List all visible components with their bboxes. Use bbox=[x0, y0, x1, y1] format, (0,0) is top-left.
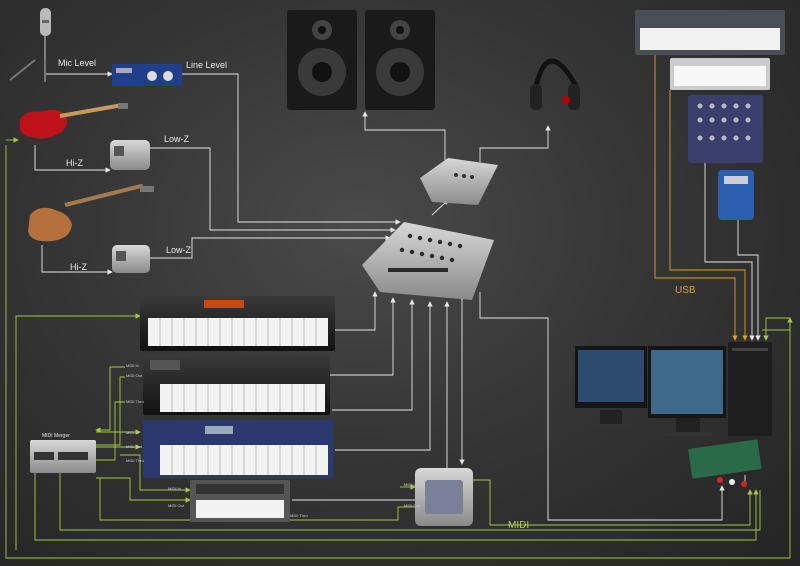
kaoss-pad-effect-icon bbox=[415, 468, 473, 526]
computer-monitor-right-icon bbox=[648, 346, 726, 436]
synthesizer-yamaha-icon bbox=[143, 420, 333, 478]
low-z-label: Low-Z bbox=[166, 245, 192, 255]
audio-lines bbox=[34, 58, 725, 521]
midi-merger-label: MIDI Merger bbox=[42, 433, 70, 439]
midi-in-label: MIDI In bbox=[126, 430, 139, 435]
midi-thru-label: MIDI Thru bbox=[126, 399, 144, 404]
midi-out-label: MIDI Out bbox=[126, 373, 143, 378]
small-mixer-icon bbox=[420, 158, 498, 205]
midi-out-label: MIDI Out bbox=[168, 503, 185, 508]
usb-lines bbox=[654, 55, 748, 341]
tube-preamp-icon bbox=[112, 64, 182, 86]
mic-level-label: Mic Level bbox=[58, 58, 97, 68]
computer-monitor-left-icon bbox=[575, 346, 647, 428]
midi-thru-label: MIDI Thru bbox=[290, 513, 308, 518]
headphones-icon bbox=[530, 58, 580, 110]
midi-lines bbox=[5, 137, 793, 559]
midi-out-label: MIDI Out bbox=[404, 503, 421, 508]
midi-in-label: MIDI In bbox=[126, 363, 139, 368]
midi-keyboard-controller-icon bbox=[635, 10, 785, 55]
line-level-label: Line Level bbox=[186, 60, 228, 70]
bass-guitar-icon bbox=[28, 183, 154, 242]
midi-merger-icon bbox=[30, 440, 96, 473]
di-box-icon bbox=[110, 140, 150, 170]
studio-monitor-right-icon bbox=[365, 10, 435, 110]
midi-thru-label: MIDI Thru bbox=[126, 458, 144, 463]
audio-interface-card-icon bbox=[688, 439, 762, 487]
midi-label: MIDI bbox=[508, 520, 530, 531]
transport-controller-icon bbox=[718, 170, 754, 220]
midi-out-label: MIDI Out bbox=[126, 444, 143, 449]
di-box-icon bbox=[112, 245, 150, 273]
hi-z-label: Hi-Z bbox=[70, 262, 87, 272]
synthesizer-d50-icon bbox=[143, 355, 330, 415]
mini-keyboard-icon bbox=[670, 58, 770, 90]
computer-tower-icon bbox=[728, 342, 772, 436]
control-surface-icon bbox=[688, 95, 763, 163]
microphone-icon bbox=[9, 8, 51, 82]
midi-in-label: MIDI In bbox=[404, 482, 417, 487]
synthesizer-microkorg-icon bbox=[190, 480, 290, 522]
hi-z-label: Hi-Z bbox=[66, 158, 83, 168]
studio-monitor-left-icon bbox=[287, 10, 357, 110]
low-z-label: Low-Z bbox=[164, 134, 190, 144]
electric-guitar-icon bbox=[19, 103, 128, 139]
usb-label: USB bbox=[675, 285, 696, 296]
synthesizer-juno-icon bbox=[140, 296, 335, 351]
midi-in-label: MIDI In bbox=[168, 486, 181, 491]
main-mixer-icon bbox=[362, 222, 494, 300]
